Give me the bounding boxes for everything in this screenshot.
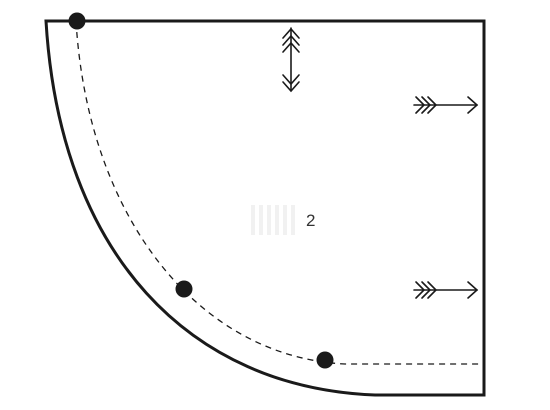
notch-dot-icon (68, 12, 86, 30)
notch-dot-icon (316, 351, 334, 369)
feathered-arrow-right-icon (413, 96, 479, 114)
seam-line (75, 20, 484, 365)
watermark (251, 205, 295, 235)
pattern-piece-outline (44, 19, 486, 397)
notch-dot-icon (175, 280, 193, 298)
piece-number-label: 2 (306, 211, 315, 230)
feathered-arrow-right-icon (413, 281, 479, 299)
double-headed-feathered-arrow-icon (282, 27, 300, 93)
